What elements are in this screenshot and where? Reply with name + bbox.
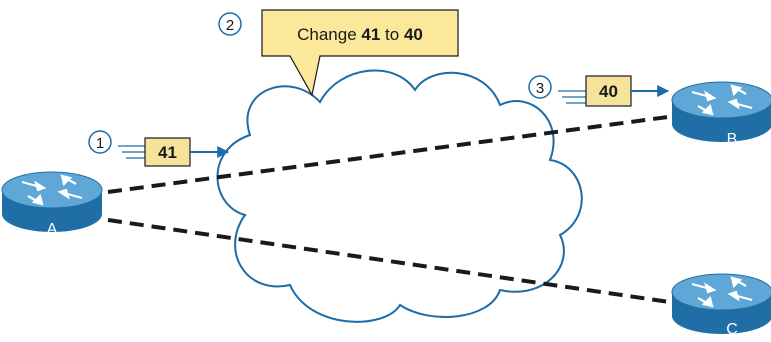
router-arrows-icon: [691, 276, 753, 308]
step-3-label: 3: [536, 80, 544, 97]
frame-outgoing-label: 40: [599, 82, 618, 101]
router-b: B: [671, 81, 771, 148]
router-b-label: B: [727, 131, 738, 148]
router-c-label: C: [726, 321, 738, 338]
link-a-to-b: [107, 112, 691, 194]
callout-prefix: Change: [297, 25, 361, 44]
router-arrows-icon: [691, 84, 753, 116]
step-marker-2: 2: [218, 12, 242, 36]
change-callout: Change 41 to 40: [261, 9, 459, 97]
frame-dlci-40: 40: [558, 75, 670, 107]
router-arrows-icon: [21, 174, 83, 206]
step-1-label: 1: [96, 135, 104, 152]
cloud-network: [216, 69, 583, 323]
frame-incoming-label: 41: [158, 143, 177, 162]
callout-old-value: 41: [361, 25, 380, 44]
router-c: C: [671, 273, 771, 338]
callout-new-value: 40: [404, 25, 423, 44]
frame-dlci-41: 41: [118, 137, 230, 167]
step-marker-1: 1: [88, 130, 112, 154]
router-a-label: A: [47, 221, 58, 238]
step-2-label: 2: [226, 17, 234, 34]
link-a-to-c: [107, 218, 691, 307]
callout-middle: to: [380, 25, 404, 44]
callout-text: Change 41 to 40: [297, 25, 423, 44]
router-a: A: [1, 171, 103, 238]
step-marker-3: 3: [528, 75, 552, 99]
